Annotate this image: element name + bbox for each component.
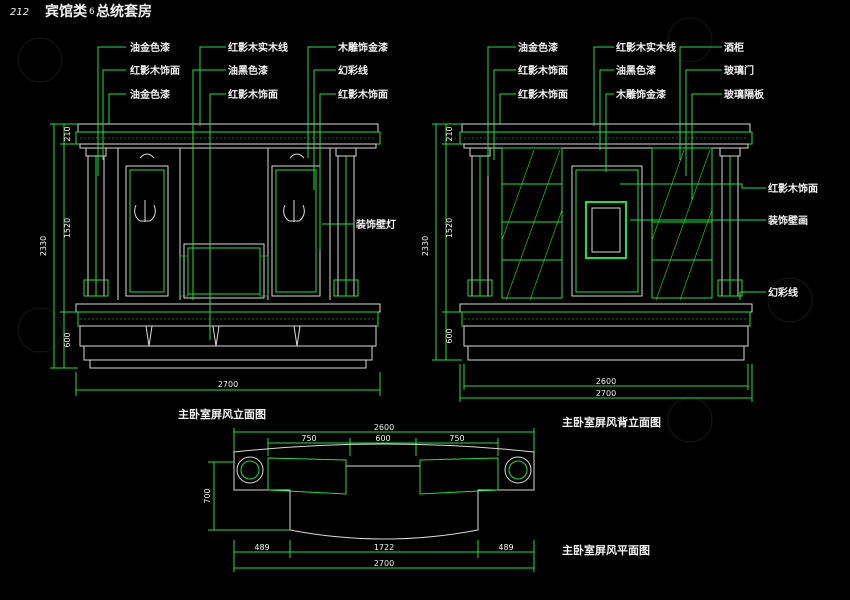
front-right-column	[333, 147, 359, 297]
back-wine-cabinet-right	[651, 147, 713, 301]
front-dim-v-3: 600	[63, 332, 72, 347]
front-label-right-3: 红影木饰面	[338, 88, 388, 101]
back-width-dimensions: 2600 2700	[459, 364, 753, 402]
back-dim-outer: 2700	[596, 389, 616, 398]
back-elevation-title: 主卧室屏风背立面图	[562, 415, 661, 429]
front-vertical-dimensions: 210 1520 600 2330	[39, 123, 78, 369]
plan-title: 主卧室屏风平面图	[562, 543, 650, 557]
front-tv-niche	[179, 243, 269, 299]
front-dim-width: 2700	[218, 380, 238, 389]
front-elevation: 油金色漆 红影木饰面 油金色漆 红影木实木线 油黑色漆 红影木饰面 木雕饰金漆 …	[39, 41, 396, 421]
front-dim-v-total: 2330	[39, 236, 48, 256]
front-elevation-title: 主卧室屏风立面图	[178, 407, 266, 421]
back-dim-v-1: 210	[445, 126, 454, 141]
plan-bottom-dimensions: 489 1722 489 2700	[233, 540, 535, 572]
back-wine-cabinet-left	[501, 147, 563, 301]
back-label-mid-2: 油黑色漆	[616, 64, 656, 77]
front-label-lamp: 装饰壁灯	[355, 218, 396, 231]
title-main: 宾馆类	[45, 3, 88, 20]
front-label-right-1: 木雕饰金漆	[337, 41, 388, 54]
front-left-column	[83, 147, 109, 297]
plan-dim-top-total: 2600	[374, 423, 394, 432]
plan-top-dimensions: 2600 750 600 750	[233, 423, 535, 456]
front-leaders	[97, 46, 354, 340]
back-label-side-3: 幻彩线	[768, 286, 798, 299]
back-label-left-2: 红影木饰面	[518, 64, 568, 77]
front-label-mid-3: 红影木饰面	[228, 88, 278, 101]
front-label-left-2: 红影木饰面	[130, 64, 180, 77]
front-width-dimension: 2700	[75, 372, 381, 396]
plan-left-dimension: 700	[203, 461, 290, 531]
back-dim-inner: 2600	[596, 377, 616, 386]
front-label-right-2: 幻彩线	[338, 64, 368, 77]
back-dim-v-3: 600	[445, 328, 454, 343]
front-wall-lamp-left	[134, 200, 156, 222]
front-label-left-3: 油金色漆	[130, 88, 170, 101]
back-label-side-1: 红影木饰面	[768, 182, 818, 195]
front-dim-v-2: 1520	[63, 218, 72, 238]
screen-plan: 2600 750 600 750 700	[203, 423, 650, 572]
plan-dim-left: 700	[203, 488, 212, 503]
back-label-right-3: 玻璃隔板	[724, 88, 765, 101]
plan-dim-bottom-2: 1722	[374, 543, 394, 552]
front-label-left-1: 油金色漆	[130, 41, 170, 54]
back-labels: 油金色漆 红影木饰面 红影木饰面 红影木实木线 油黑色漆 木雕饰金漆 酒柜 玻璃…	[518, 41, 818, 299]
watermark	[17, 17, 813, 443]
back-label-left-1: 油金色漆	[518, 41, 558, 54]
front-dim-v-1: 210	[63, 126, 72, 141]
title-mark: 6	[89, 7, 95, 17]
plan-outline	[233, 443, 535, 540]
plan-dim-top-2: 600	[375, 434, 390, 443]
plan-dim-top-1: 750	[301, 434, 316, 443]
front-wall-lamp-right	[283, 200, 305, 222]
back-vertical-dimensions: 210 1520 600 2330	[421, 123, 462, 361]
back-dim-v-total: 2330	[421, 236, 430, 256]
back-dim-v-2: 1520	[445, 218, 454, 238]
back-label-right-1: 酒柜	[724, 41, 744, 54]
page-number: 212	[10, 7, 29, 18]
sheet-header: 212 宾馆类 6 总统套房	[10, 3, 152, 20]
back-decorative-painting	[585, 201, 627, 259]
back-left-column	[467, 147, 493, 297]
back-label-left-3: 红影木饰面	[518, 88, 568, 101]
title-sub: 总统套房	[96, 3, 152, 20]
back-label-right-2: 玻璃门	[724, 64, 754, 77]
back-leaders	[487, 46, 766, 300]
plan-dim-top-3: 750	[449, 434, 464, 443]
back-elevation: 油金色漆 红影木饰面 红影木饰面 红影木实木线 油黑色漆 木雕饰金漆 酒柜 玻璃…	[421, 41, 818, 429]
back-label-side-2: 装饰壁画	[767, 214, 808, 227]
front-label-mid-1: 红影木实木线	[228, 41, 288, 54]
front-labels: 油金色漆 红影木饰面 油金色漆 红影木实木线 油黑色漆 红影木饰面 木雕饰金漆 …	[130, 41, 396, 231]
front-label-mid-2: 油黑色漆	[228, 64, 268, 77]
back-right-column	[717, 147, 743, 297]
plan-dim-bottom-1: 489	[254, 543, 269, 552]
plan-dim-bottom-total: 2700	[374, 559, 394, 568]
plan-dim-bottom-3: 489	[498, 543, 513, 552]
back-label-mid-3: 木雕饰金漆	[615, 88, 666, 101]
back-label-mid-1: 红影木实木线	[616, 41, 676, 54]
